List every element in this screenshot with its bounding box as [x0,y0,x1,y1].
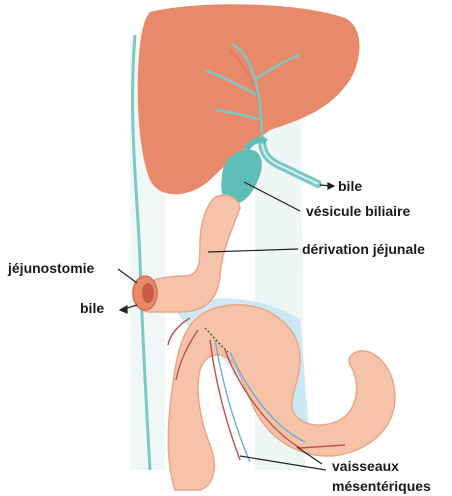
label-jejunostomy: jéjunostomie [8,259,94,277]
label-gallbladder: vésicule biliaire [306,202,410,220]
label-mesenteric-vessels-2: mésentériques [332,477,431,495]
label-mesenteric-vessels-1: vaisseaux [332,457,399,475]
label-jejunal-bypass: dérivation jéjunale [302,240,425,258]
label-bile-top: bile [338,177,362,195]
label-bile-left: bile [80,299,104,317]
